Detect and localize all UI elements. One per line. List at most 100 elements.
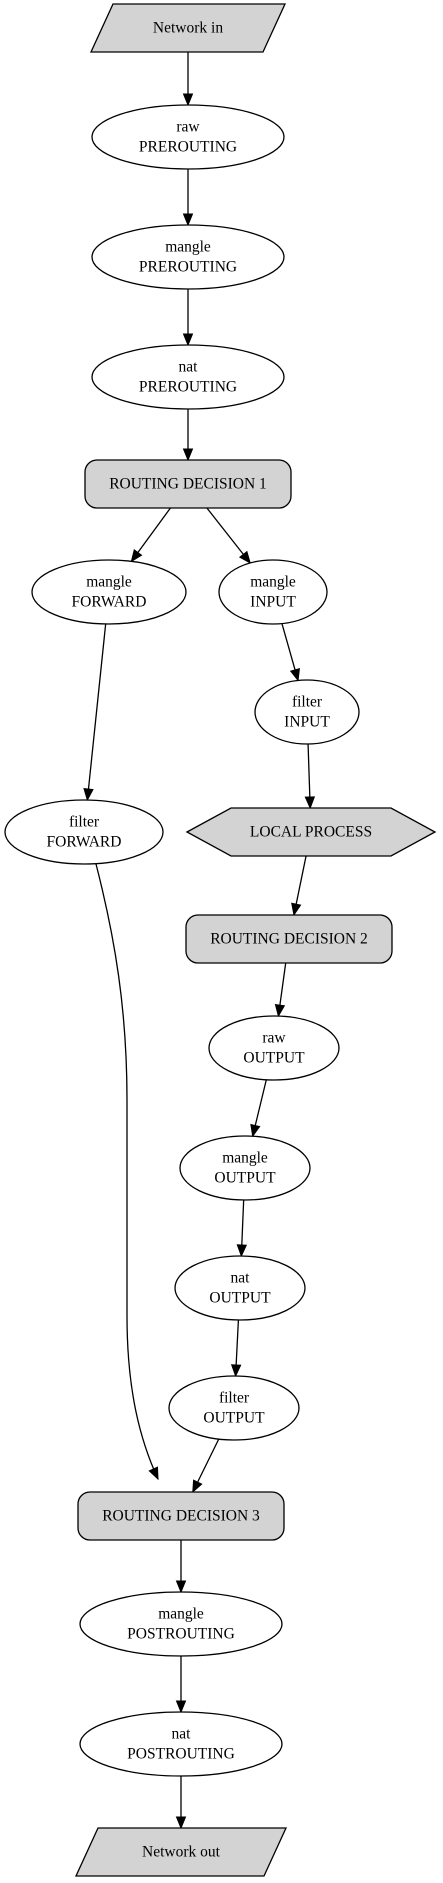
arrowhead — [148, 1466, 159, 1481]
node-label: ROUTING DECISION 3 — [102, 1508, 260, 1525]
node-label: OUTPUT — [209, 1290, 271, 1307]
node-label: LOCAL PROCESS — [250, 824, 372, 841]
edge-mangle-forward-to-filter-forward — [83, 623, 107, 802]
node-shape — [185, 807, 437, 857]
arrowhead — [182, 448, 194, 462]
arrowhead — [130, 549, 143, 563]
node-shape — [79, 1711, 283, 1777]
node-shape — [218, 559, 328, 625]
edge-line — [295, 855, 307, 905]
node-label: mangle — [86, 574, 132, 591]
node-routing-decision-2: ROUTING DECISION 2 — [185, 914, 393, 964]
arrowhead — [250, 1123, 261, 1138]
node-label: raw — [262, 1030, 286, 1047]
node-label: nat — [172, 1726, 192, 1743]
node-label: Network out — [142, 1844, 221, 1861]
arrowhead — [236, 1244, 248, 1258]
node-label: nat — [179, 359, 199, 376]
node-label: mangle — [250, 574, 296, 591]
arrowhead — [192, 1479, 203, 1494]
edge-line — [95, 863, 159, 1480]
node-shape — [208, 1015, 340, 1081]
edge-line — [241, 1199, 245, 1246]
node-label: Network in — [153, 20, 223, 37]
edge-line — [87, 623, 107, 790]
node-label: INPUT — [250, 594, 296, 611]
node-label: nat — [231, 1270, 251, 1287]
edge-mangle-output-to-nat-output — [236, 1199, 248, 1258]
node-label: OUTPUT — [214, 1170, 276, 1187]
node-shape — [254, 679, 360, 745]
edge-line — [279, 962, 287, 1006]
node-label: filter — [69, 814, 100, 831]
edge-mangle-prerouting-to-nat-prerouting — [182, 289, 194, 347]
edge-filter-output-to-routing-decision-3 — [192, 1438, 220, 1494]
arrowhead — [175, 1700, 187, 1714]
node-label: raw — [176, 119, 200, 136]
node-label: OUTPUT — [243, 1050, 305, 1067]
edge-routing-decision-1-to-mangle-input — [206, 507, 251, 565]
node-shape — [84, 459, 292, 509]
edge-routing-decision-3-to-mangle-postrouting — [175, 1540, 187, 1594]
node-shape — [185, 914, 393, 964]
arrowhead — [304, 796, 316, 810]
node-label: ROUTING DECISION 2 — [210, 931, 368, 948]
edge-routing-decision-2-to-raw-output — [274, 962, 287, 1018]
node-routing-decision-3: ROUTING DECISION 3 — [77, 1491, 285, 1541]
edge-mangle-postrouting-to-nat-postrouting — [175, 1656, 187, 1714]
arrowhead — [274, 1003, 286, 1018]
edge-nat-postrouting-to-network-out — [175, 1776, 187, 1830]
node-label: ROUTING DECISION 1 — [109, 476, 267, 493]
edge-line — [235, 1319, 240, 1366]
node-shape — [91, 104, 285, 170]
edges-layer — [83, 52, 316, 1830]
edge-routing-decision-1-to-mangle-forward — [130, 507, 171, 563]
node-label: PREROUTING — [139, 379, 237, 396]
node-shape — [74, 1827, 288, 1877]
edge-line — [137, 507, 171, 553]
node-shape — [168, 1375, 300, 1441]
node-label: POSTROUTING — [127, 1746, 235, 1763]
node-shape — [31, 559, 187, 625]
node-shape — [89, 3, 287, 53]
node-shape — [79, 1591, 283, 1657]
node-label: mangle — [165, 239, 211, 256]
arrowhead — [291, 902, 302, 917]
edge-filter-forward-to-routing-decision-3 — [95, 863, 159, 1481]
edge-line — [197, 1438, 220, 1483]
node-shape — [91, 344, 285, 410]
arrowhead — [175, 1816, 187, 1830]
arrowhead — [230, 1364, 242, 1378]
node-shape — [179, 1135, 311, 1201]
node-label: FORWARD — [47, 834, 122, 851]
arrowhead — [175, 1580, 187, 1594]
node-label: PREROUTING — [139, 259, 237, 276]
node-label: mangle — [222, 1150, 268, 1167]
edge-local-process-to-routing-decision-2 — [291, 855, 307, 917]
edge-raw-output-to-mangle-output — [250, 1079, 267, 1138]
edge-line — [281, 623, 296, 671]
node-label: mangle — [158, 1606, 204, 1623]
edge-nat-output-to-filter-output — [230, 1319, 242, 1378]
edge-mangle-input-to-filter-input — [281, 623, 300, 682]
node-local-process: LOCAL PROCESS — [185, 807, 437, 857]
node-network-out: Network out — [74, 1827, 288, 1877]
edge-network-in-to-raw-prerouting — [182, 52, 194, 107]
edge-filter-input-to-local-process — [304, 743, 316, 810]
node-label: POSTROUTING — [127, 1626, 235, 1643]
arrowhead — [182, 213, 194, 227]
node-label: FORWARD — [72, 594, 147, 611]
node-shape — [77, 1491, 285, 1541]
node-network-in: Network in — [89, 3, 287, 53]
